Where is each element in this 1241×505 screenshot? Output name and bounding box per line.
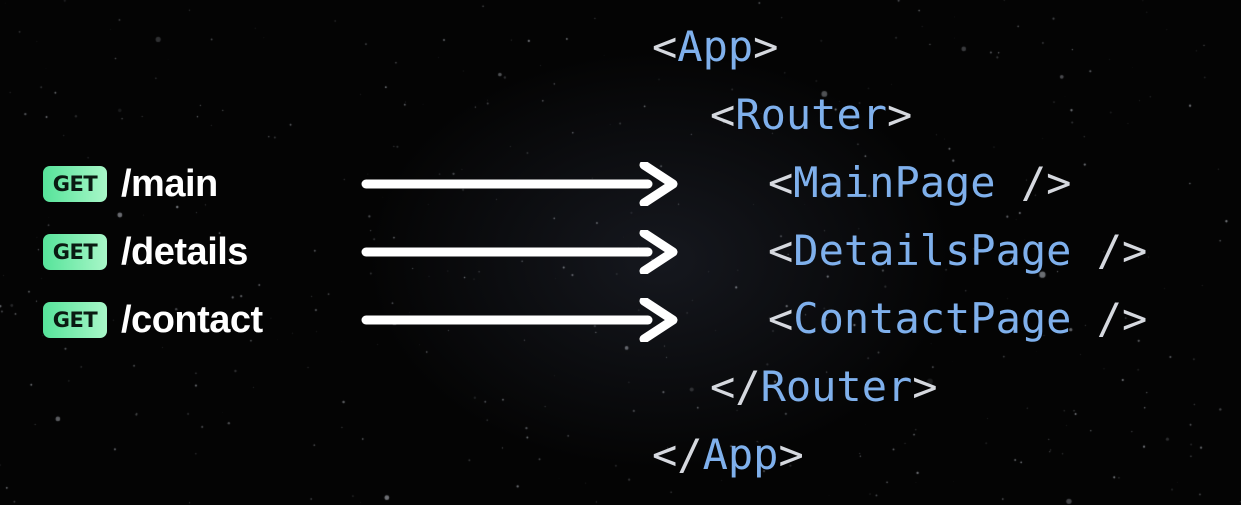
tag-punct: /> [1071, 294, 1148, 343]
arrow-main-icon [361, 162, 678, 206]
tag-name: MainPage [793, 158, 996, 207]
route-contact: GET /contact [43, 298, 263, 342]
tag-name: Router [760, 362, 913, 411]
tag-app-close: </App> [652, 430, 804, 480]
tag-punct: < [652, 22, 678, 71]
tag-router-close: </Router> [710, 362, 938, 412]
tag-details-page: <DetailsPage /> [768, 226, 1147, 276]
tag-punct: </ [652, 430, 703, 479]
get-method-badge: GET [43, 234, 107, 270]
tag-name: DetailsPage [793, 226, 1072, 275]
route-path: /contact [121, 298, 263, 341]
tag-punct: < [768, 226, 794, 275]
tag-punct: > [912, 362, 938, 411]
tag-main-page: <MainPage /> [768, 158, 1071, 208]
tag-punct: > [778, 430, 804, 479]
route-path: /main [121, 162, 218, 205]
tag-name: ContactPage [793, 294, 1072, 343]
route-path: /details [121, 230, 248, 273]
tag-app-open: <App> [652, 22, 778, 72]
arrow-contact-icon [361, 298, 678, 342]
arrow-details-icon [361, 230, 678, 274]
tag-punct: < [768, 294, 794, 343]
tag-punct: < [768, 158, 794, 207]
tag-name: App [702, 430, 779, 479]
get-method-badge: GET [43, 302, 107, 338]
tag-punct: > [887, 90, 913, 139]
tag-contact-page: <ContactPage /> [768, 294, 1147, 344]
get-method-badge: GET [43, 166, 107, 202]
tag-punct: < [710, 90, 736, 139]
tag-punct: </ [710, 362, 761, 411]
route-details: GET /details [43, 230, 248, 274]
tag-punct: /> [995, 158, 1072, 207]
route-main: GET /main [43, 162, 218, 206]
tag-router-open: <Router> [710, 90, 912, 140]
tag-name: Router [735, 90, 888, 139]
tag-punct: /> [1071, 226, 1148, 275]
tag-name: App [677, 22, 754, 71]
tag-punct: > [753, 22, 779, 71]
